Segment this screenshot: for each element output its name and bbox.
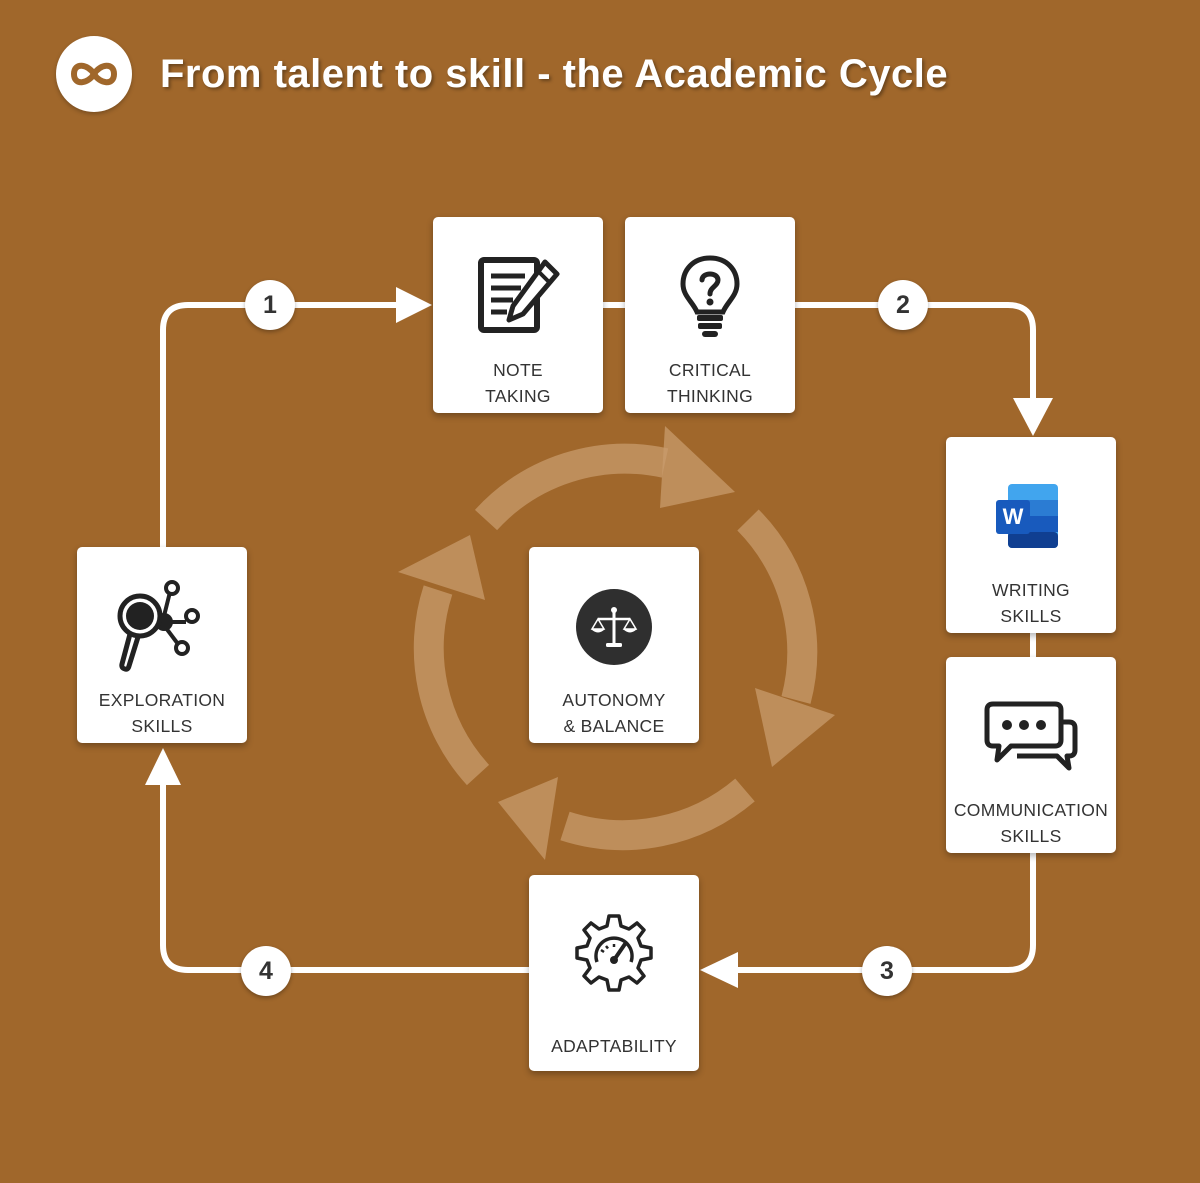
card-label: CRITICAL THINKING (666, 360, 753, 406)
lightbulb-question-icon (660, 247, 760, 347)
card-label: WRITING SKILLS (992, 580, 1070, 626)
magnifier-network-icon (112, 577, 212, 677)
word-letter: W (1003, 504, 1024, 529)
card-label: EXPLORATION SKILLS (98, 690, 226, 736)
step-badge-4: 4 (241, 946, 291, 996)
card-label: ADAPTABILITY (551, 1036, 677, 1056)
card-critical-thinking: CRITICAL THINKING (625, 217, 795, 413)
card-label: AUTONOMY & BALANCE (562, 690, 666, 736)
chat-bubbles-icon (981, 687, 1081, 787)
header: From talent to skill - the Academic Cycl… (56, 36, 948, 112)
card-exploration-skills: EXPLORATION SKILLS (77, 547, 247, 743)
card-communication-skills: COMMUNICATION SKILLS (946, 657, 1116, 853)
page-title: From talent to skill - the Academic Cycl… (160, 51, 949, 96)
card-label: COMMUNICATION SKILLS (953, 800, 1109, 846)
step-badge-3: 3 (862, 946, 912, 996)
balance-scale-icon (564, 577, 664, 677)
card-label: NOTE TAKING (485, 360, 551, 406)
card-adaptability: ADAPTABILITY (529, 875, 699, 1071)
step-badge-2: 2 (878, 280, 928, 330)
card-writing-skills: W WRITING SKILLS (946, 437, 1116, 633)
step-badge-1: 1 (245, 280, 295, 330)
word-document-icon: W (981, 467, 1081, 567)
gear-gauge-icon (564, 905, 664, 1005)
infinity-icon (56, 36, 132, 112)
note-pencil-icon (468, 247, 568, 347)
cycle-watermark-icon (413, 443, 818, 851)
card-note-taking: NOTE TAKING (433, 217, 603, 413)
card-autonomy-balance: AUTONOMY & BALANCE (529, 547, 699, 743)
